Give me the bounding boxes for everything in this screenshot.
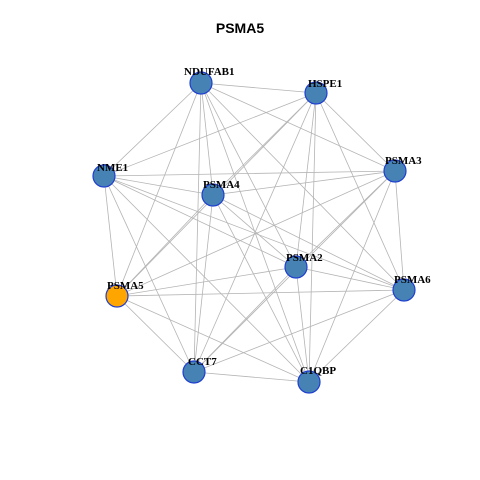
edge-psma4-psma2 bbox=[212, 194, 297, 268]
edge-psma4-c1qbp bbox=[212, 194, 310, 383]
edge-psma6-cct7 bbox=[193, 289, 405, 373]
edge-nme1-c1qbp bbox=[103, 175, 310, 383]
edge-nme1-psma2 bbox=[103, 175, 297, 268]
node-ndufab1[interactable] bbox=[189, 71, 213, 95]
edge-ndufab1-cct7 bbox=[193, 82, 202, 373]
node-hspe1[interactable] bbox=[304, 81, 328, 105]
edge-cct7-c1qbp bbox=[193, 371, 310, 383]
node-label-psma2: PSMA2 bbox=[286, 252, 323, 264]
node-layer bbox=[92, 71, 416, 394]
edge-ndufab1-psma6 bbox=[200, 82, 405, 291]
node-psma6[interactable] bbox=[392, 278, 416, 302]
edge-nme1-psma5 bbox=[103, 175, 118, 297]
edge-nme1-psma3 bbox=[103, 170, 396, 177]
edge-psma5-psma6 bbox=[116, 289, 405, 297]
node-label-psma3: PSMA3 bbox=[385, 155, 422, 167]
edge-hspe1-cct7 bbox=[193, 92, 317, 373]
edge-psma4-psma6 bbox=[212, 194, 405, 291]
node-cct7[interactable] bbox=[182, 360, 206, 384]
edge-psma2-psma6 bbox=[295, 266, 405, 291]
edge-psma3-psma4 bbox=[212, 170, 396, 196]
node-psma4[interactable] bbox=[201, 183, 225, 207]
node-c1qbp[interactable] bbox=[297, 370, 321, 394]
edge-hspe1-nme1 bbox=[103, 92, 317, 177]
node-label-psma6: PSMA6 bbox=[394, 274, 431, 286]
edge-hspe1-psma6 bbox=[315, 92, 405, 291]
edge-ndufab1-psma4 bbox=[200, 82, 214, 196]
edge-psma6-c1qbp bbox=[308, 289, 405, 383]
node-label-hspe1: HSPE1 bbox=[308, 78, 342, 90]
edge-hspe1-c1qbp bbox=[308, 92, 317, 383]
node-psma2[interactable] bbox=[284, 255, 308, 279]
edge-layer bbox=[103, 82, 405, 383]
edge-psma2-psma5 bbox=[116, 266, 297, 297]
node-psma5[interactable] bbox=[105, 284, 129, 308]
edge-ndufab1-psma2 bbox=[200, 82, 297, 268]
edge-ndufab1-psma5 bbox=[116, 82, 202, 297]
edge-ndufab1-psma3 bbox=[200, 82, 396, 172]
edge-psma2-cct7 bbox=[193, 266, 297, 373]
edge-psma3-psma5 bbox=[116, 170, 396, 297]
node-label-psma5: PSMA5 bbox=[107, 280, 144, 292]
edge-psma2-c1qbp bbox=[295, 266, 310, 383]
node-nme1[interactable] bbox=[92, 164, 116, 188]
node-label-ndufab1: NDUFAB1 bbox=[184, 66, 235, 78]
edge-psma3-psma6 bbox=[394, 170, 405, 291]
edge-hspe1-psma3 bbox=[315, 92, 396, 172]
edge-nme1-psma6 bbox=[103, 175, 405, 291]
edge-ndufab1-hspe1 bbox=[200, 82, 317, 94]
chart-title: PSMA5 bbox=[215, 20, 265, 36]
edge-ndufab1-nme1 bbox=[103, 82, 202, 177]
edge-psma5-c1qbp bbox=[116, 295, 310, 383]
edge-psma5-cct7 bbox=[116, 295, 195, 373]
node-label-c1qbp: C1QBP bbox=[300, 365, 336, 377]
node-label-nme1: NME1 bbox=[97, 162, 128, 174]
edge-psma4-psma5 bbox=[116, 194, 214, 297]
node-psma3[interactable] bbox=[383, 159, 407, 183]
edge-psma4-cct7 bbox=[193, 194, 214, 373]
edge-nme1-cct7 bbox=[103, 175, 195, 373]
edge-nme1-psma4 bbox=[103, 175, 214, 196]
node-label-psma4: PSMA4 bbox=[203, 179, 240, 191]
node-label-cct7: CCT7 bbox=[188, 356, 217, 368]
edge-psma3-c1qbp bbox=[308, 170, 396, 383]
